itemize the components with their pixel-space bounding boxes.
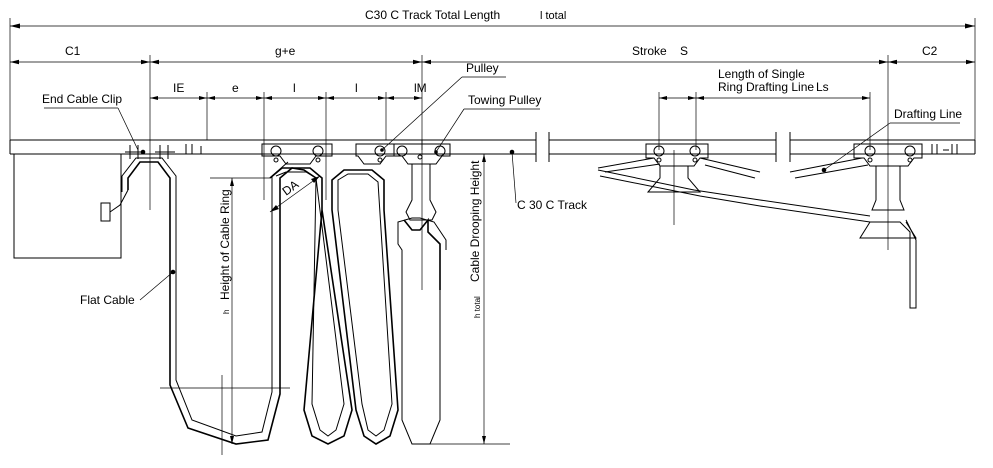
- l2-label: l: [355, 81, 358, 95]
- stroke-symbol: S: [680, 44, 688, 58]
- towing-pulley-label: Towing Pulley: [468, 93, 541, 107]
- cable-loops: [269, 167, 441, 445]
- c1-label: C1: [65, 44, 81, 58]
- height-ring-symbol: h: [222, 310, 231, 314]
- single-ring-symbol: Ls: [816, 80, 829, 94]
- end-cable-clip: [125, 145, 175, 159]
- l1-label: l: [293, 81, 296, 95]
- flat-cable-first-loop: [121, 150, 317, 455]
- drooping-height-label: Cable Drooping Height: [468, 160, 482, 282]
- segment-dimensions: C1 g+e Stroke S C2: [10, 44, 975, 150]
- ie-label: IE: [173, 81, 184, 95]
- total-length-symbol: l total: [540, 10, 566, 22]
- total-length-dimension: C30 C Track Total Length l total: [9, 8, 976, 150]
- height-of-cable-ring: Height of Cable Ring h: [210, 177, 270, 444]
- towing-pulley-bracket: [397, 164, 447, 250]
- c30-track-label: C 30 C Track: [517, 198, 588, 212]
- pulley-label: Pulley: [466, 61, 499, 75]
- da-dimension: DA: [269, 175, 321, 213]
- drafting-line-label: Drafting Line: [894, 107, 962, 121]
- stroke-label: Stroke: [632, 44, 667, 58]
- cable-drooping-height: Cable Drooping Height h total: [420, 154, 510, 445]
- e-label: e: [232, 81, 239, 95]
- single-ring-label-line2: Ring Drafting Line: [718, 80, 814, 94]
- single-ring-dimension: Length of Single Ring Drafting Line Ls: [658, 67, 871, 150]
- trolley-group-left: [261, 140, 451, 290]
- g-plus-e-label: g+e: [275, 44, 296, 58]
- drooping-height-symbol: h total: [473, 296, 482, 318]
- c2-label: C2: [922, 44, 938, 58]
- total-length-label: C30 C Track Total Length: [365, 8, 500, 22]
- callouts: End Cable Clip Pulley Towing Pulley Draf…: [42, 61, 962, 307]
- da-label: DA: [280, 177, 302, 198]
- junction-box: [13, 153, 129, 259]
- trolley-group-right: [645, 143, 923, 250]
- end-cable-clip-label: End Cable Clip: [42, 92, 122, 106]
- height-ring-label: Height of Cable Ring: [218, 189, 232, 300]
- drafting-lines: [597, 157, 917, 309]
- spacing-dimensions: IE e l l lM: [150, 81, 427, 140]
- lm-label: lM: [414, 81, 427, 95]
- flat-cable-label: Flat Cable: [80, 293, 135, 307]
- single-ring-label-line1: Length of Single: [718, 67, 805, 81]
